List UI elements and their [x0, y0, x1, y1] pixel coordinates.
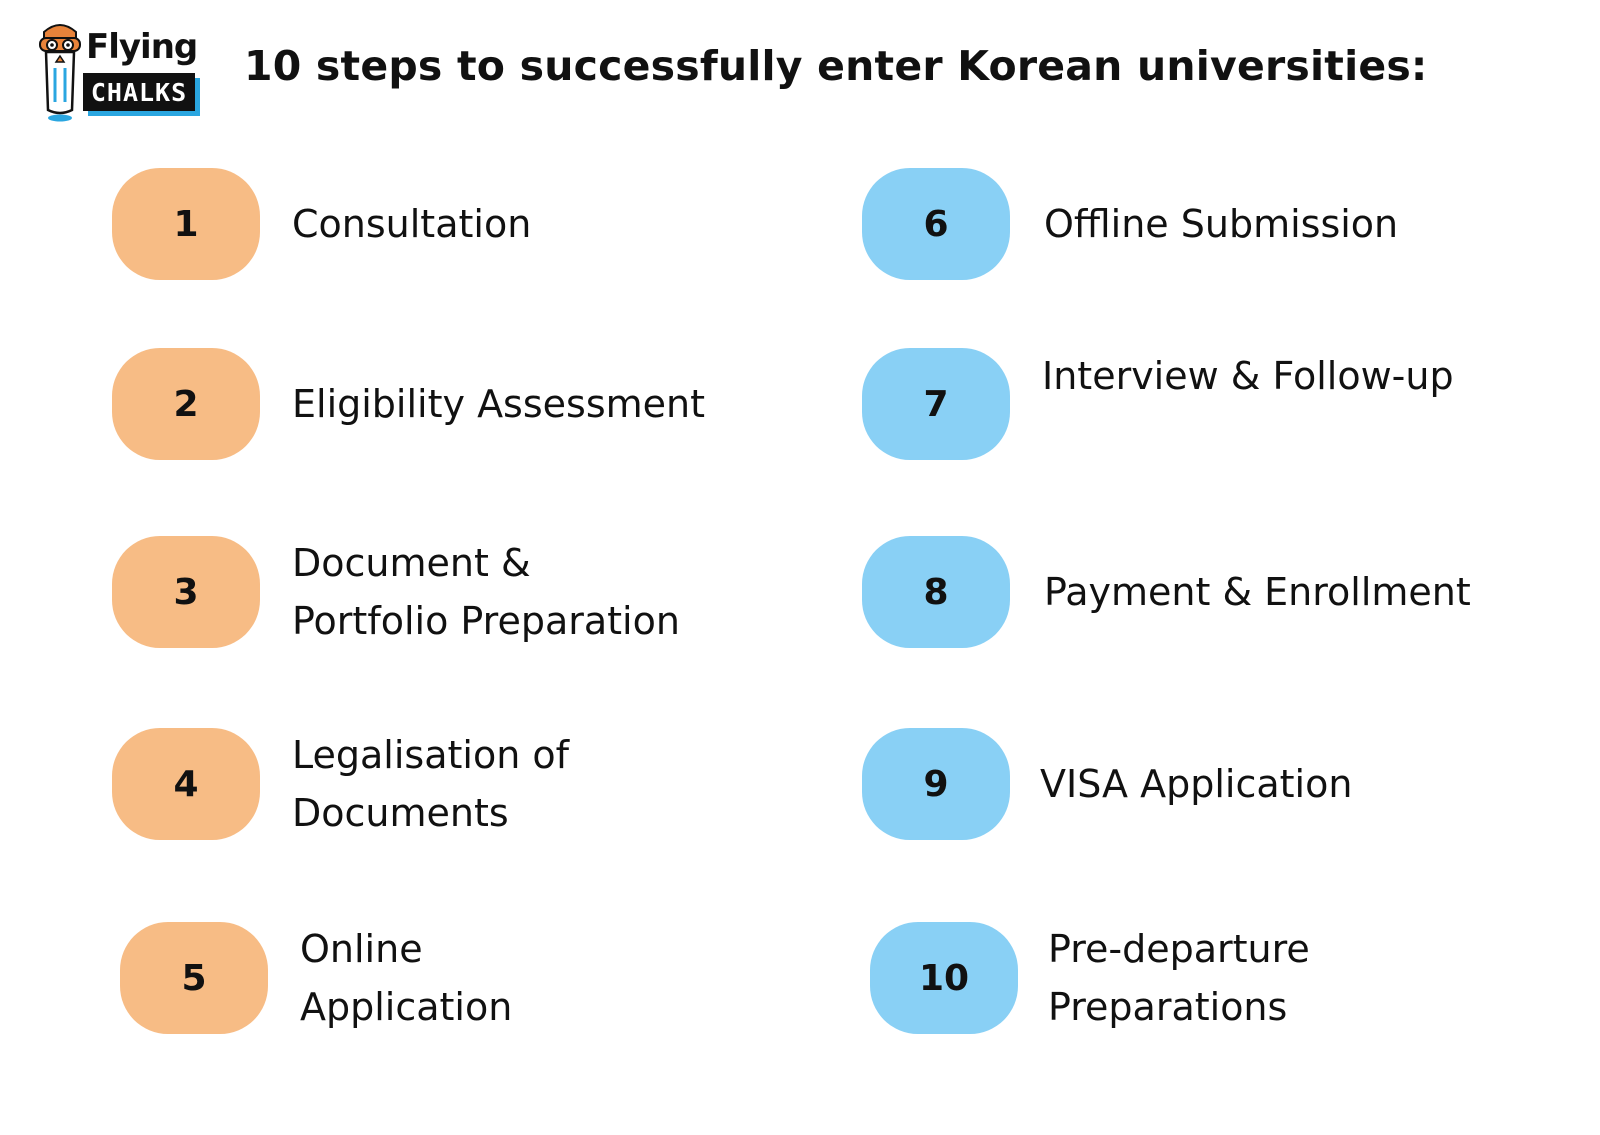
step-label-line: Application — [300, 985, 513, 1029]
step-label: Document & Portfolio Preparation — [292, 534, 680, 650]
step-label: Consultation — [292, 195, 531, 253]
step-5: 5 Online Application — [120, 922, 840, 1034]
step-label-line: Interview & Follow-up — [1042, 354, 1454, 398]
logo-word-box: CHALKS — [83, 73, 200, 116]
step-10: 10 Pre-departure Preparations — [870, 922, 1590, 1034]
page-title: 10 steps to successfully enter Korean un… — [244, 42, 1428, 90]
step-label-line: Documents — [292, 791, 509, 835]
step-label-line: Consultation — [292, 202, 532, 246]
step-label: Eligibility Assessment — [292, 375, 705, 433]
step-number-badge: 10 — [870, 922, 1018, 1034]
step-number-badge: 1 — [112, 168, 260, 280]
step-label-line: Legalisation of — [292, 733, 569, 777]
flying-chalks-logo: Flying CHALKS — [34, 18, 209, 126]
step-number-badge: 7 — [862, 348, 1010, 460]
step-label: Pre-departure Preparations — [1048, 920, 1310, 1036]
step-label-line: Preparations — [1048, 985, 1288, 1029]
step-number-badge: 3 — [112, 536, 260, 648]
step-label-line: Document & — [292, 541, 531, 585]
step-number-badge: 4 — [112, 728, 260, 840]
logo-word-top: Flying — [86, 27, 197, 67]
step-label-line: Pre-departure — [1048, 927, 1310, 971]
step-2: 2 Eligibility Assessment — [112, 348, 832, 460]
step-label-line: VISA Application — [1040, 762, 1353, 806]
step-4: 4 Legalisation of Documents — [112, 728, 832, 840]
step-9: 9 VISA Application — [862, 728, 1582, 840]
step-label-line: Online — [300, 927, 423, 971]
step-label: VISA Application — [1040, 755, 1352, 813]
step-1: 1 Consultation — [112, 168, 832, 280]
step-number-badge: 2 — [112, 348, 260, 460]
step-label: Interview & Follow-up — [1042, 347, 1454, 405]
step-label: Legalisation of Documents — [292, 726, 569, 842]
step-label-line: Payment & Enrollment — [1044, 570, 1471, 614]
step-label-line: Eligibility Assessment — [292, 382, 706, 426]
step-number-badge: 9 — [862, 728, 1010, 840]
step-label: Offline Submission — [1044, 195, 1398, 253]
step-3: 3 Document & Portfolio Preparation — [112, 536, 832, 648]
step-7: 7 Interview & Follow-up — [862, 348, 1582, 460]
logo-word-bottom: CHALKS — [91, 78, 187, 107]
step-label-line: Portfolio Preparation — [292, 599, 680, 643]
step-number-badge: 5 — [120, 922, 268, 1034]
step-label: Online Application — [300, 920, 512, 1036]
step-6: 6 Offline Submission — [862, 168, 1582, 280]
step-number-badge: 8 — [862, 536, 1010, 648]
step-8: 8 Payment & Enrollment — [862, 536, 1582, 648]
step-label: Payment & Enrollment — [1044, 563, 1471, 621]
step-number-badge: 6 — [862, 168, 1010, 280]
step-label-line: Offline Submission — [1044, 202, 1399, 246]
chalk-mascot-icon — [39, 24, 81, 122]
